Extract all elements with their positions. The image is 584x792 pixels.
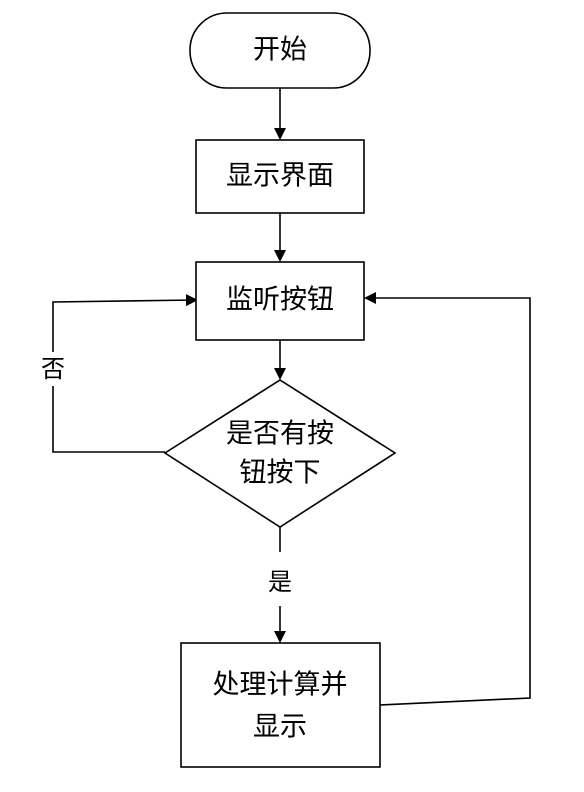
edge-decision-no-loop — [52, 294, 198, 453]
show-ui-node — [195, 139, 365, 214]
process-node — [180, 642, 381, 768]
no-edge-label: 否 — [41, 355, 65, 383]
process-node-label-line2: 显示 — [253, 712, 307, 743]
edge-process-loop-back — [364, 292, 531, 706]
decision-node-label-line1: 是否有按 — [226, 419, 334, 450]
listen-node-label: 监听按钮 — [226, 285, 334, 316]
show-ui-node-label: 显示界面 — [226, 161, 334, 192]
yes-edge-label: 是 — [268, 568, 292, 596]
process-node-label-line1: 处理计算并 — [213, 670, 348, 701]
no-label-bg — [38, 352, 68, 386]
start-node-label: 开始 — [253, 35, 307, 66]
decision-node-label-line2: 钮按下 — [240, 458, 321, 489]
decision-node — [163, 379, 397, 528]
start-node — [189, 12, 371, 89]
listen-node — [195, 261, 365, 341]
